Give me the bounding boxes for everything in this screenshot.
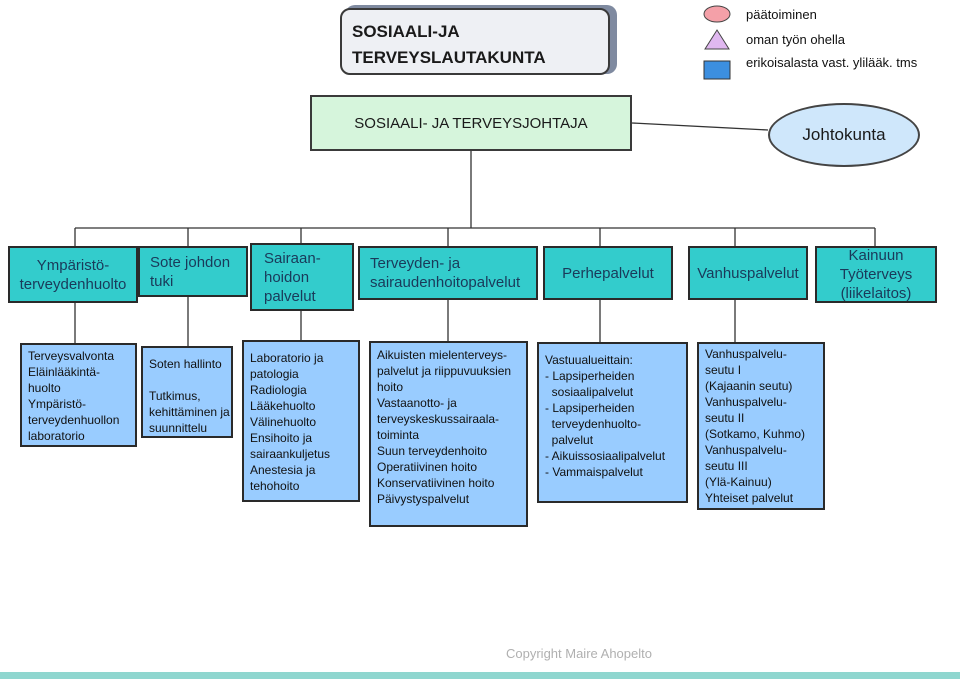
legend-label-parttime: oman työn ohella xyxy=(746,32,846,47)
board-box: SOSIAALI-JA TERVEYSLAUTAKUNTA xyxy=(340,8,610,75)
detail-sairaanhoito: Laboratorio ja patologia Radiologia Lääk… xyxy=(242,340,360,502)
legend-ellipse-icon xyxy=(703,5,731,23)
detail-ymparisto: Terveysvalvonta Eläinlääkintä- huolto Ym… xyxy=(20,343,137,447)
dept-ymparisto: Ympäristö- terveydenhuolto xyxy=(8,246,138,303)
dept-vanhuspalvelut: Vanhuspalvelut xyxy=(688,246,808,300)
detail-sote-tuki: Soten hallinto Tutkimus, kehittäminen ja… xyxy=(141,346,233,438)
detail-perhepalvelut: Vastuualueittain: - Lapsiperheiden sosia… xyxy=(537,342,688,503)
legend-label-specialist: erikoisalasta vast. ylilääk. tms xyxy=(746,55,918,70)
board-title-line1: SOSIAALI-JA xyxy=(352,22,460,41)
dept-tyoterveys: Kainuun Työterveys (liikelaitos) xyxy=(815,246,937,303)
legend-label-fulltime: päätoiminen xyxy=(746,7,817,22)
detail-vanhuspalvelut: Vanhuspalvelu- seutu I (Kajaanin seutu) … xyxy=(697,342,825,510)
dept-sairaanhoito: Sairaan- hoidon palvelut xyxy=(250,243,354,311)
dept-terveyden: Terveyden- ja sairaudenhoitopalvelut xyxy=(358,246,538,300)
johtokunta-ellipse: Johtokunta xyxy=(768,103,920,167)
dept-sote-tuki: Sote johdon tuki xyxy=(138,246,248,297)
bottom-bar xyxy=(0,672,960,679)
legend-icons xyxy=(703,5,731,80)
legend-triangle-icon xyxy=(704,29,730,50)
director-box: SOSIAALI- JA TERVEYSJOHTAJA xyxy=(310,95,632,151)
board-title-line2: TERVEYSLAUTAKUNTA xyxy=(352,48,546,67)
dept-perhepalvelut: Perhepalvelut xyxy=(543,246,673,300)
detail-terveyden: Aikuisten mielenterveys- palvelut ja rii… xyxy=(369,341,528,527)
legend-rectangle-icon xyxy=(703,60,731,80)
copyright-text: Copyright Maire Ahopelto xyxy=(506,646,652,661)
